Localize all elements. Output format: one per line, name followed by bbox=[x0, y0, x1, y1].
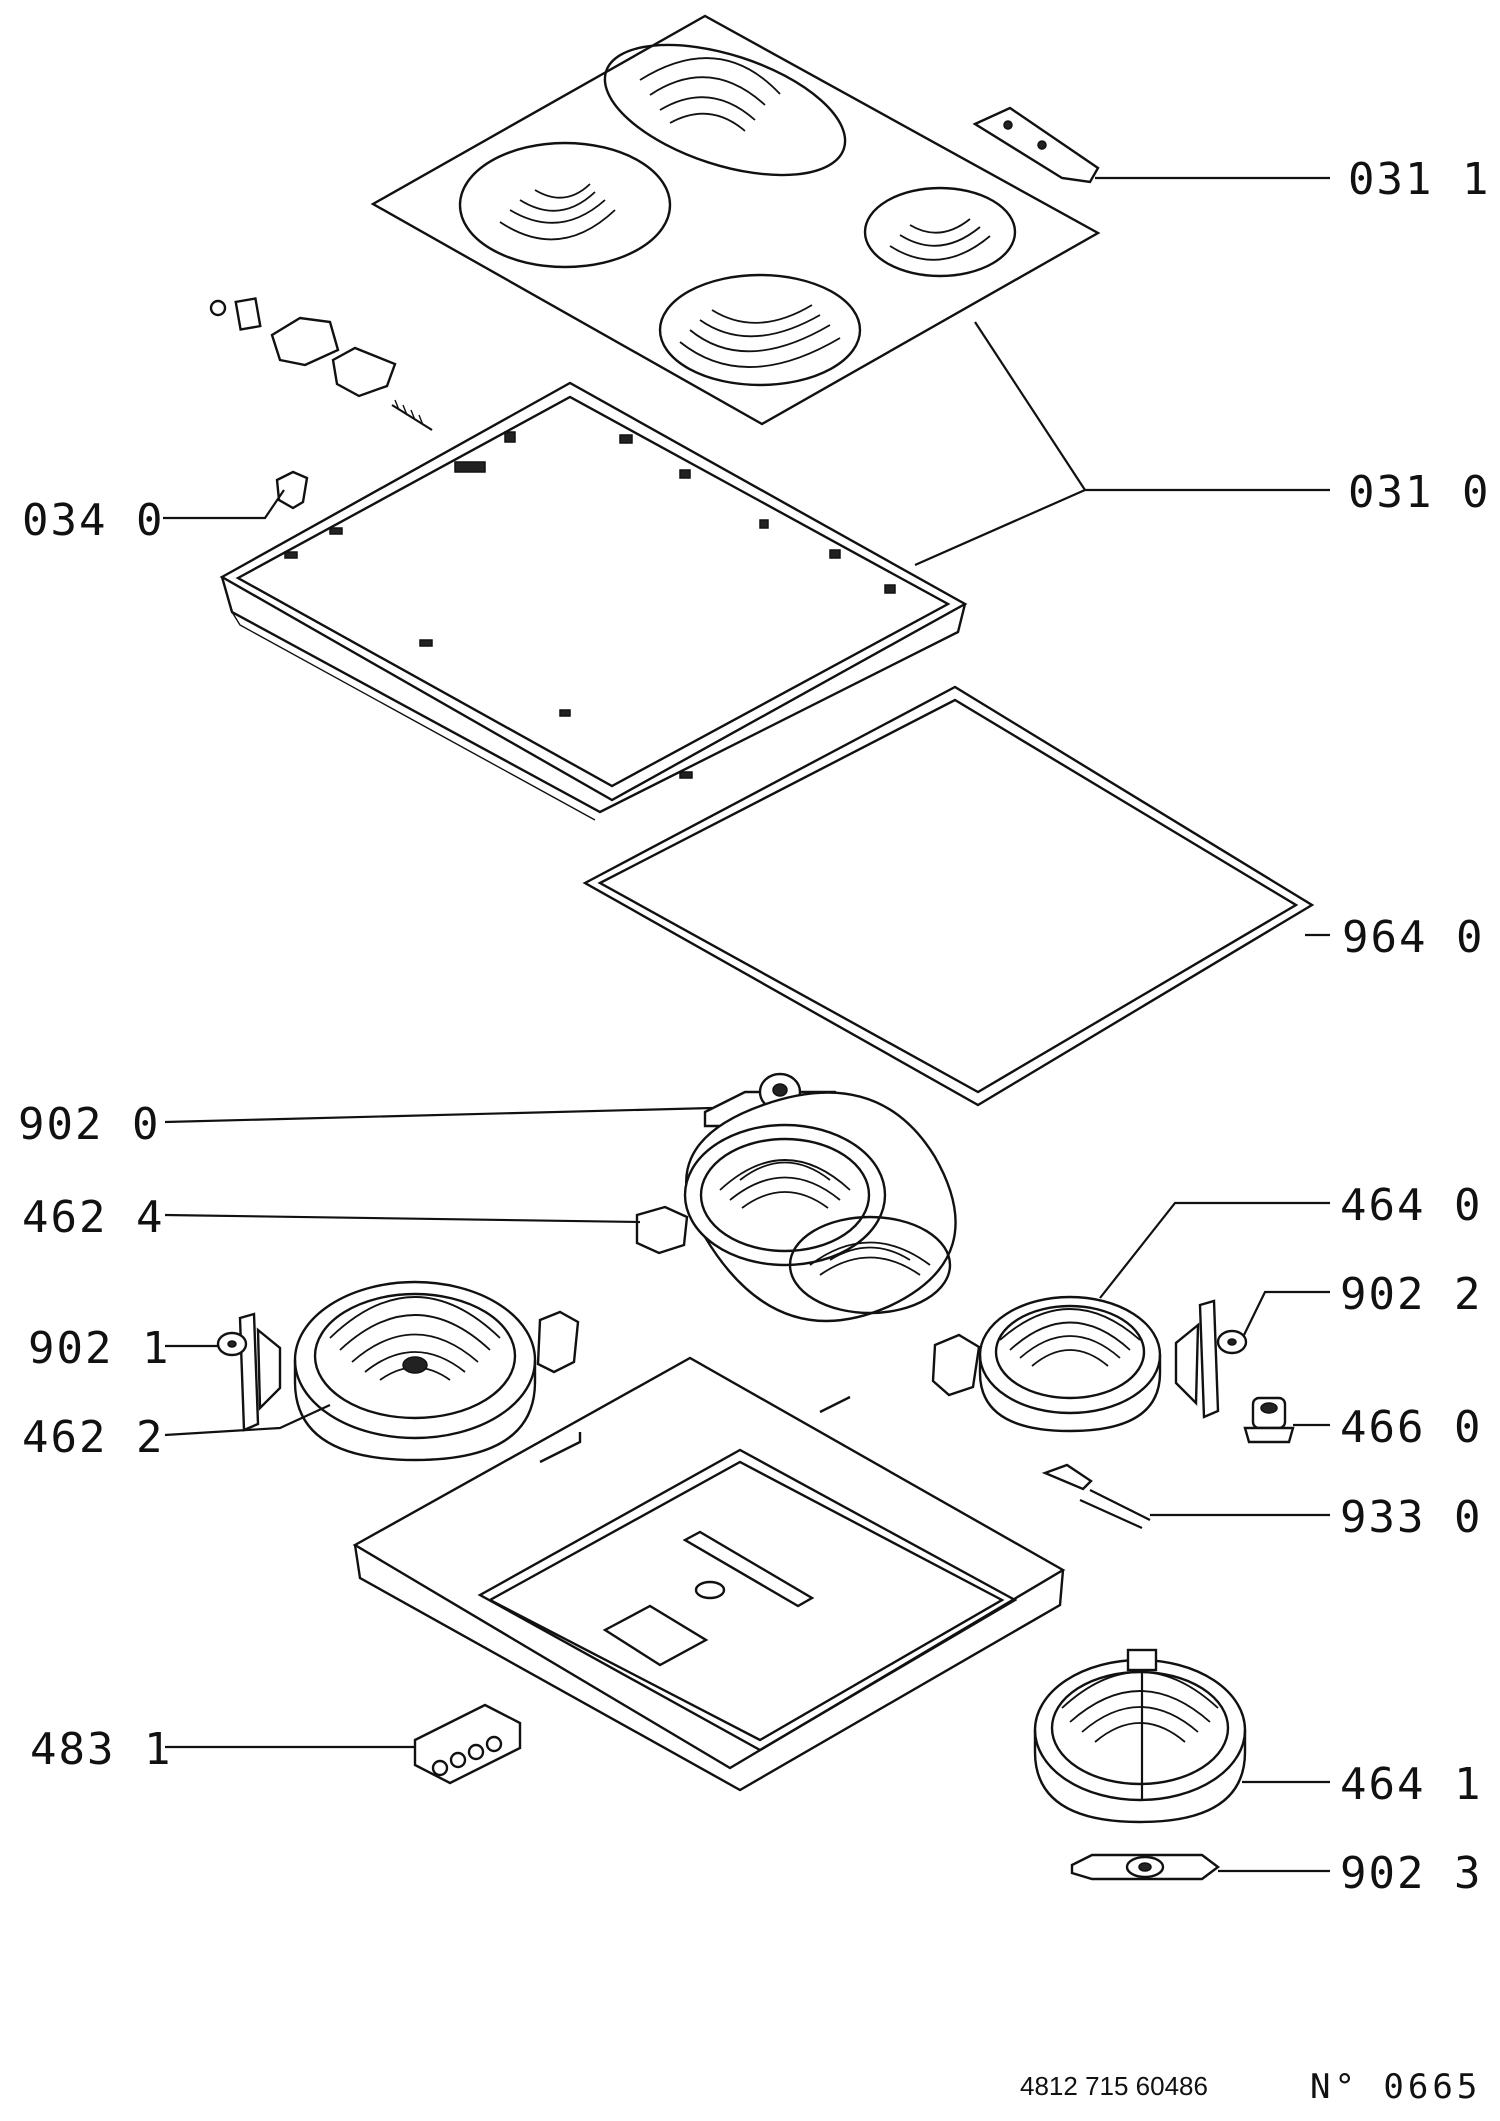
sheet-number: N° 0665 bbox=[1310, 2067, 1481, 2107]
label-0340: 034 0 bbox=[22, 495, 164, 546]
part-9640-gasket bbox=[582, 685, 1315, 1107]
label-4624: 462 4 bbox=[22, 1192, 164, 1243]
document-code: 4812 715 60486 bbox=[1020, 2071, 1208, 2101]
part-9021-bracket bbox=[216, 1312, 282, 1432]
part-4660-switch bbox=[1243, 1396, 1295, 1444]
part-0310-frame bbox=[219, 381, 968, 821]
part-4641-round-heater bbox=[1033, 1648, 1247, 1824]
label-9020: 902 0 bbox=[18, 1099, 160, 1150]
label-9022: 902 2 bbox=[1340, 1269, 1482, 1320]
part-4624-oval-heater bbox=[635, 1091, 957, 1323]
label-4831: 483 1 bbox=[30, 1724, 172, 1775]
part-9023-bracket bbox=[1070, 1853, 1220, 1881]
part-labels: 031 1 031 0 034 0 964 0 902 0 462 4 464 … bbox=[18, 154, 1490, 1899]
label-9330: 933 0 bbox=[1340, 1492, 1482, 1543]
fixing-parts-group bbox=[209, 297, 433, 431]
label-9021: 902 1 bbox=[28, 1323, 170, 1374]
label-4641: 464 1 bbox=[1340, 1759, 1482, 1810]
label-4660: 466 0 bbox=[1340, 1402, 1482, 1453]
part-4622-round-heater bbox=[293, 1280, 580, 1462]
label-0311: 031 1 bbox=[1348, 154, 1490, 205]
part-4640-round-heater bbox=[931, 1295, 1162, 1433]
label-9023: 902 3 bbox=[1340, 1848, 1482, 1899]
leader-lines bbox=[163, 176, 1330, 1873]
label-9640: 964 0 bbox=[1342, 912, 1484, 963]
part-9330-sensor bbox=[1041, 1463, 1151, 1530]
part-9022-bracket bbox=[1174, 1299, 1248, 1419]
part-0340-clip bbox=[275, 470, 309, 510]
part-4831-terminal-block bbox=[413, 1703, 522, 1785]
base-tray bbox=[352, 1356, 1066, 1792]
label-4640: 464 0 bbox=[1340, 1180, 1482, 1231]
part-0311-glass-top bbox=[370, 14, 1101, 426]
label-0310: 031 0 bbox=[1348, 467, 1490, 518]
label-4622: 462 2 bbox=[22, 1412, 164, 1463]
footer: 4812 715 60486 N° 0665 bbox=[1020, 2067, 1481, 2107]
